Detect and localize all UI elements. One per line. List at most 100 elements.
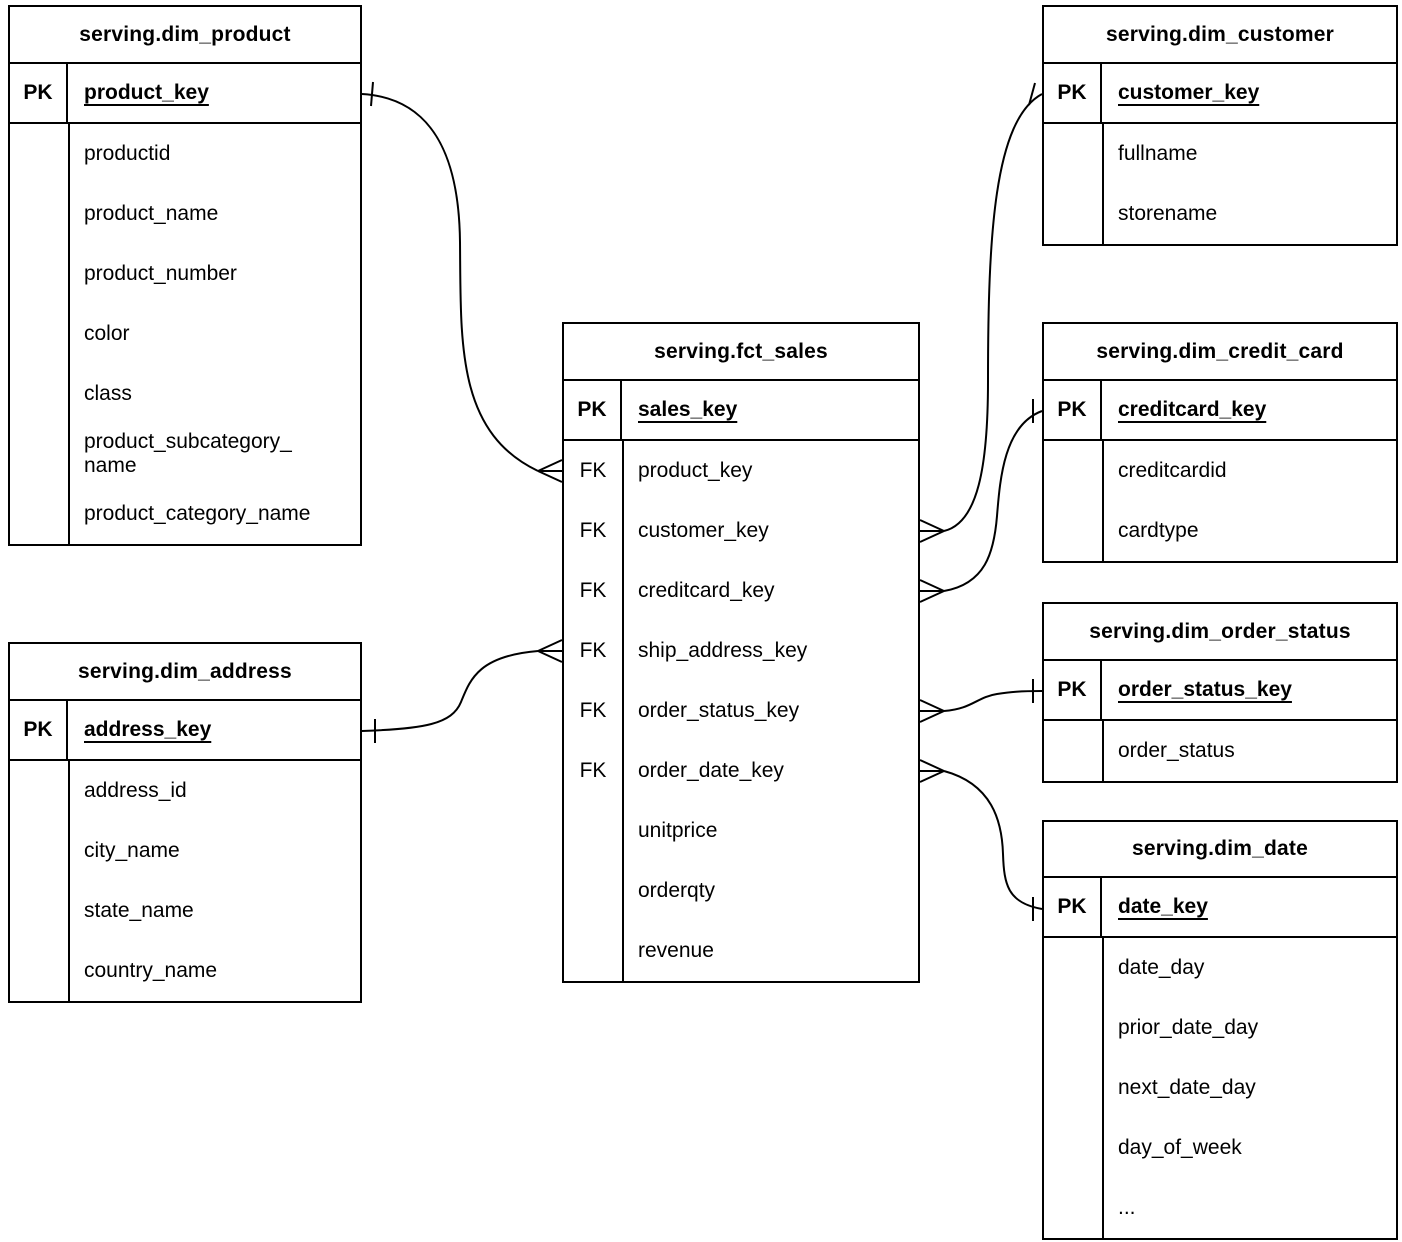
crow-foot-icon [537, 639, 563, 663]
field-name: product_subcategory_ name [84, 430, 292, 477]
table-title: serving.dim_address [10, 644, 360, 701]
field-name: revenue [638, 939, 714, 962]
key-label [1044, 1118, 1102, 1178]
pk-row: PK address_key [10, 701, 360, 761]
table-title: serving.dim_order_status [1044, 604, 1396, 661]
one-tick-icon [370, 81, 374, 107]
key-label [10, 124, 68, 184]
field-name: creditcardid [1118, 459, 1227, 482]
table-row: next_date_day [1044, 1058, 1396, 1118]
crow-foot-icon [919, 759, 945, 783]
rel-sales-to-customer [919, 82, 1043, 543]
table-row: unitprice [564, 801, 918, 861]
key-label [10, 881, 68, 941]
crow-foot-icon [537, 459, 563, 483]
table-title: serving.dim_credit_card [1044, 324, 1396, 381]
one-tick-icon [1028, 82, 1036, 106]
fk-label: FK [579, 639, 607, 662]
fk-label [564, 861, 622, 921]
pk-row: PK creditcard_key [1044, 381, 1396, 441]
table-row: class [10, 364, 360, 424]
table-title: serving.fct_sales [564, 324, 918, 381]
table-row: state_name [10, 881, 360, 941]
key-label [10, 244, 68, 304]
key-label [1044, 441, 1102, 501]
field-name: order_status [1118, 739, 1235, 762]
pk-label: PK [1044, 878, 1102, 936]
key-label [1044, 124, 1102, 184]
key-label [1044, 721, 1102, 781]
key-label [1044, 998, 1102, 1058]
table-row: product_number [10, 244, 360, 304]
pk-field: product_key [84, 81, 209, 104]
field-name: country_name [84, 959, 218, 982]
table-row: fullname [1044, 124, 1396, 184]
table-row: revenue [564, 921, 918, 981]
fk-label [564, 921, 622, 981]
key-label [1044, 938, 1102, 998]
key-label [10, 304, 68, 364]
field-name: color [84, 322, 130, 345]
pk-field: order_status_key [1118, 678, 1292, 701]
fk-label: FK [579, 759, 607, 782]
rel-sales-to-creditcard [919, 399, 1043, 603]
table-row: address_id [10, 761, 360, 821]
pk-label: PK [10, 701, 68, 759]
field-name: class [84, 382, 132, 405]
pk-field: creditcard_key [1118, 398, 1267, 421]
relationship-line [943, 93, 1043, 532]
crow-foot-icon [919, 699, 945, 723]
pk-field: date_key [1118, 895, 1208, 918]
pk-row: PK order_status_key [1044, 661, 1396, 721]
pk-field: customer_key [1118, 81, 1260, 104]
table-row: product_name [10, 184, 360, 244]
key-label [1044, 1058, 1102, 1118]
table-row: FK ship_address_key [564, 621, 918, 681]
rel-sales-to-date [919, 759, 1043, 921]
field-name: date_day [1118, 956, 1205, 979]
pk-label: PK [1044, 661, 1102, 719]
fk-label: FK [579, 579, 607, 602]
pk-row: PK product_key [10, 64, 360, 124]
fk-label: FK [579, 459, 607, 482]
key-label [1044, 1178, 1102, 1238]
field-name: productid [84, 142, 171, 165]
table-dim-order-status: serving.dim_order_status PK order_status… [1042, 602, 1398, 783]
relationship-line [943, 410, 1043, 592]
table-row: creditcardid [1044, 441, 1396, 501]
field-name: fullname [1118, 142, 1198, 165]
table-row: color [10, 304, 360, 364]
field-name: ship_address_key [638, 639, 808, 662]
key-label [10, 184, 68, 244]
table-dim-date: serving.dim_date PK date_key date_day pr… [1042, 820, 1398, 1240]
crow-foot-icon [919, 579, 945, 603]
pk-row: PK date_key [1044, 878, 1396, 938]
field-name: product_number [84, 262, 237, 285]
field-name: product_category_name [84, 502, 311, 525]
pk-row: PK sales_key [564, 381, 918, 441]
table-row: city_name [10, 821, 360, 881]
table-dim-address: serving.dim_address PK address_key addre… [8, 642, 362, 1003]
key-label [10, 484, 68, 544]
table-row: productid [10, 124, 360, 184]
crow-foot-icon [919, 519, 945, 543]
table-title: serving.dim_date [1044, 822, 1396, 878]
field-name: ... [1118, 1196, 1136, 1219]
pk-row: PK customer_key [1044, 64, 1396, 124]
table-body: productid product_name product_number co… [10, 124, 360, 544]
relationship-line [361, 93, 539, 472]
table-row: day_of_week [1044, 1118, 1396, 1178]
fk-label: FK [579, 699, 607, 722]
key-label [10, 424, 68, 484]
table-body: creditcardid cardtype [1044, 441, 1396, 561]
field-name: customer_key [638, 519, 769, 542]
key-label [1044, 501, 1102, 561]
pk-field: address_key [84, 718, 212, 741]
table-title: serving.dim_product [10, 7, 360, 64]
relationship-line [361, 650, 539, 732]
